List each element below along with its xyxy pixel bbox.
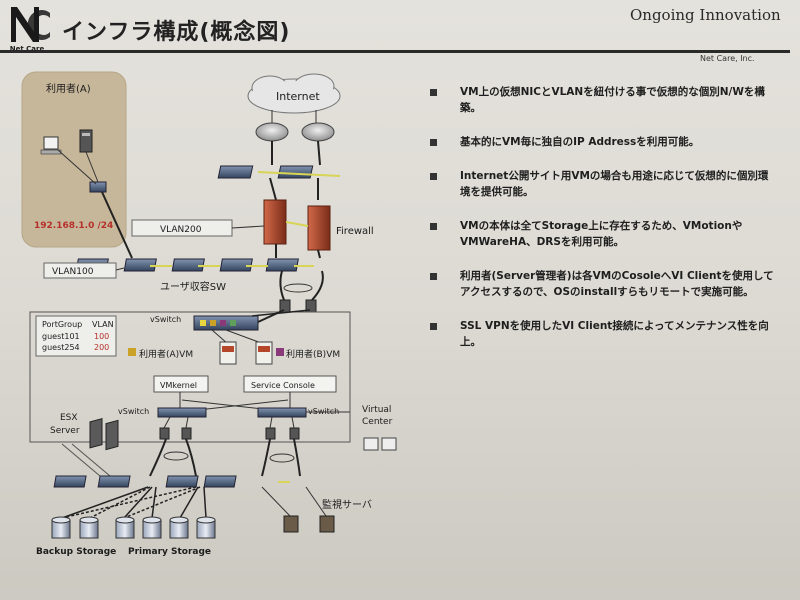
vm-b-label: 利用者(B)VM <box>286 348 340 360</box>
bullet-list: VM上の仮想NICとVLANを紐付ける事で仮想的な個別N/Wを構築。 基本的にV… <box>428 84 778 368</box>
internet-cloud-icon <box>247 73 341 114</box>
backup-storage-label: Backup Storage <box>36 547 116 557</box>
primary-storage-group <box>115 516 216 539</box>
logo-text: Net Care <box>9 45 45 53</box>
internet-label: Internet <box>276 90 320 103</box>
portgroup-header: PortGroup <box>42 320 82 329</box>
portgroup-name: guest254 <box>42 343 80 352</box>
vm-a-icon <box>219 341 237 365</box>
bullet-text: 利用者(Server管理者)は各VMのCosoleへVI Clientを使用して… <box>460 270 774 298</box>
router-icon <box>301 122 335 142</box>
storage-disk-icon <box>115 516 135 539</box>
bullet-item: VMの本体は全てStorage上に存在するため、VMotionやVMWareHA… <box>428 218 778 250</box>
vlan-header: VLAN <box>92 320 114 329</box>
router-icon <box>255 122 289 142</box>
virtual-center-label: Virtual <box>362 405 391 415</box>
monitor-server-icon <box>319 515 335 533</box>
esx-server-label: ESX <box>60 413 78 423</box>
monitor-switch-icon <box>203 475 237 488</box>
storage-disk-icon <box>196 516 216 539</box>
vmkernel-box <box>153 375 209 393</box>
portgroup-vlan: 100 <box>94 332 109 341</box>
user-area-panel <box>21 71 127 248</box>
tagline: Ongoing Innovation <box>630 6 781 24</box>
vmkernel-label: VMkernel <box>160 381 197 390</box>
vlan100-label: VLAN100 <box>52 267 94 277</box>
vm-a-label: 利用者(A)VM <box>139 348 193 360</box>
bullet-text: SSL VPNを使用したVI Client接続によってメンテナンス性を向上。 <box>460 320 769 348</box>
firewall-icon <box>307 205 331 251</box>
vswitch-label: vSwitch <box>118 407 149 416</box>
backup-storage-group <box>51 516 99 539</box>
storage-switch-icon <box>53 475 87 488</box>
user-subnet-label: 192.168.1.0 /24 <box>34 221 113 231</box>
portgroup-name: guest101 <box>42 332 80 341</box>
switch-icon <box>265 258 299 272</box>
vswitch-label: vSwitch <box>150 315 181 324</box>
virtual-center-icon <box>381 437 397 451</box>
service-console-label: Service Console <box>251 381 315 390</box>
monitor-switch-icon <box>165 475 199 488</box>
bullet-item: VM上の仮想NICとVLANを紐付ける事で仮想的な個別N/Wを構築。 <box>428 84 778 116</box>
slide-title: インフラ構成(概念図) <box>62 20 291 45</box>
user-switch-label: ユーザ収容SW <box>160 280 226 293</box>
bullet-item: 基本的にVM毎に独自のIP Addressを利用可能。 <box>428 134 778 150</box>
user-group-label: 利用者(A) <box>46 83 91 95</box>
bullet-text: VM上の仮想NICとVLANを紐付ける事で仮想的な個別N/Wを構築。 <box>460 86 765 114</box>
bullet-text: 基本的にVM毎に独自のIP Addressを利用可能。 <box>460 136 700 148</box>
monitor-server-icon <box>283 515 299 533</box>
bullet-item: 利用者(Server管理者)は各VMのCosoleへVI Clientを使用して… <box>428 268 778 300</box>
bullet-text: VMの本体は全てStorage上に存在するため、VMotionやVMWareHA… <box>460 220 743 248</box>
vm-a-color-swatch <box>128 348 136 356</box>
header-divider <box>0 50 790 53</box>
virtual-center-icon <box>363 437 379 451</box>
monitor-server-label: 監視サーバ <box>322 498 372 511</box>
vm-b-icon <box>255 341 273 365</box>
edge-switch-icon <box>277 165 314 179</box>
storage-disk-icon <box>142 516 162 539</box>
vm-b-color-swatch <box>276 348 284 356</box>
edge-switch-icon <box>217 165 254 179</box>
company-name: Net Care, Inc. <box>700 54 755 63</box>
bullet-square-icon <box>430 139 437 146</box>
user-server-icon <box>79 129 93 153</box>
vswitch-storage-icon <box>157 407 207 418</box>
user-pc-icon <box>40 136 62 155</box>
vlan200-label: VLAN200 <box>160 225 202 235</box>
bullet-square-icon <box>430 273 437 280</box>
bullet-item: SSL VPNを使用したVI Client接続によってメンテナンス性を向上。 <box>428 318 778 350</box>
bullet-square-icon <box>430 173 437 180</box>
net-care-logo-icon <box>11 7 50 42</box>
bullet-square-icon <box>430 223 437 230</box>
bullet-text: Internet公開サイト用VMの場合も用途に応じて仮想的に個別環境を提供可能。 <box>460 170 769 198</box>
vswitch-console-icon <box>257 407 307 418</box>
vlan100-label-box <box>43 262 117 279</box>
virtual-center-label: Center <box>362 417 393 427</box>
esx-server-label: Server <box>50 426 80 436</box>
portgroup-vlan: 200 <box>94 343 109 352</box>
primary-storage-label: Primary Storage <box>128 547 211 557</box>
storage-disk-icon <box>51 516 71 539</box>
firewall-label: Firewall <box>336 226 374 237</box>
storage-disk-icon <box>79 516 99 539</box>
bullet-item: Internet公開サイト用VMの場合も用途に応じて仮想的に個別環境を提供可能。 <box>428 168 778 200</box>
portgroup-table <box>35 315 117 357</box>
storage-switch-icon <box>97 475 131 488</box>
bullet-square-icon <box>430 323 437 330</box>
bullet-square-icon <box>430 89 437 96</box>
infrastructure-diagram: 利用者(A) 192.168.1.0 /24 Internet <box>21 71 397 557</box>
esx-server-icon <box>89 418 119 451</box>
firewall-icon <box>263 199 287 245</box>
storage-disk-icon <box>169 516 189 539</box>
user-hub-icon <box>89 181 107 193</box>
